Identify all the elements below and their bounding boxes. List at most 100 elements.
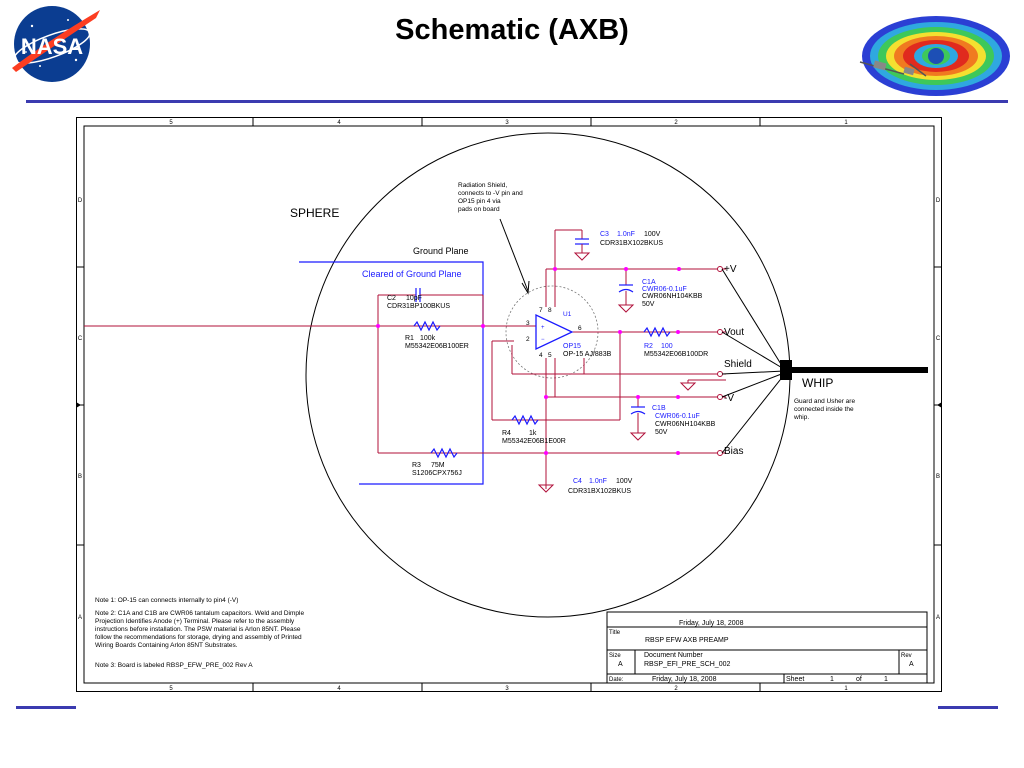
c1b-voltage: 50V (655, 429, 668, 436)
nasa-vector-swoosh (12, 10, 100, 72)
satellite-icon (873, 60, 887, 71)
col-label: 1 (844, 120, 848, 126)
row-label: B (78, 474, 82, 480)
title-block-of-label: of (856, 676, 862, 683)
resistor-r4 (511, 414, 539, 426)
whip-leads (721, 268, 785, 454)
terminal-bias: Bias (724, 446, 743, 457)
col-label: 2 (674, 120, 678, 126)
title-block (606, 611, 928, 684)
ground-icon (573, 252, 591, 261)
col-label: 5 (169, 686, 173, 692)
u1-pin: 6 (578, 325, 582, 332)
whip-label: WHIP (802, 376, 833, 390)
col-label: 4 (337, 686, 341, 692)
junction-nodes (376, 267, 681, 455)
whip-connector (780, 360, 792, 380)
ground-icon (537, 484, 555, 493)
header-rule (26, 100, 1008, 103)
whip-note-line: whip. (793, 414, 809, 421)
cleared-ground-plane-label: Cleared of Ground Plane (362, 269, 462, 279)
nasa-logo: NASA (12, 6, 100, 82)
footer-rule-right (938, 706, 998, 709)
svg-text:−: − (541, 337, 545, 343)
c1b-part: CWR06NH104KBB (655, 421, 716, 428)
row-label: A (78, 615, 82, 621)
u1-part: OP-15 AJ/883B (563, 351, 612, 358)
arrow-icon (521, 280, 530, 295)
radiation-note-line: Radiation Shield, (458, 182, 507, 189)
r1-part: M55342E06B100ER (405, 343, 469, 350)
whip-antenna (792, 367, 928, 373)
r3-ref: R3 (412, 462, 421, 469)
satellite-icon (903, 66, 915, 76)
terminal-vpos: +V (724, 264, 737, 275)
ground-icon (629, 432, 647, 441)
note-line: Note 2: C1A and C1B are CWR06 tantalum c… (95, 610, 304, 617)
terminal-shield: Shield (724, 359, 752, 370)
title-block-sheet-label: Sheet (786, 676, 804, 683)
note-line: Wiring Boards Containing Arlon 85NT Subs… (95, 642, 238, 649)
r3-part: S1206CPX756J (412, 470, 462, 477)
capacitor-c3 (573, 229, 591, 261)
footer-rule-left (16, 706, 76, 709)
row-label: D (78, 198, 83, 204)
r2-ref: R2 (644, 343, 653, 350)
u1-ref: U1 (563, 311, 572, 318)
u1-pin: 5 (548, 352, 552, 359)
c4-ref: C4 (573, 478, 582, 485)
c3-part: CDR31BX102BKUS (600, 240, 663, 247)
svg-text:+: + (541, 325, 545, 331)
c1a-ref: C1A (642, 279, 656, 286)
title-block-date: Friday, July 18, 2008 (652, 676, 717, 683)
r1-ref: R1 (405, 335, 414, 342)
ground-icon (679, 382, 697, 391)
u1-pin: 2 (526, 336, 530, 343)
title-block-title-label: Title (609, 630, 621, 636)
c2-value: 10pF (406, 295, 422, 302)
title-block-size-label: Size (609, 653, 621, 659)
u1-pin: 3 (526, 320, 530, 327)
title-block-date-label: Date: (609, 677, 624, 683)
c1b-ref: C1B (652, 405, 666, 412)
c4-part: CDR31BX102BKUS (568, 488, 631, 495)
u1-pin: 4 (539, 352, 543, 359)
ground-plane-outline (299, 261, 484, 485)
row-label: C (936, 336, 941, 342)
col-label: 5 (169, 120, 173, 126)
ground-plane-label: Ground Plane (413, 246, 469, 256)
c1a-part: CWR06NH104KBB (642, 293, 703, 300)
capacitor-c1a (617, 269, 635, 313)
terminal-vneg: -V (724, 393, 734, 404)
c3-value: 1.0nF (617, 231, 635, 238)
radiation-belts-logo (859, 16, 1010, 96)
row-label: B (936, 474, 940, 480)
sheet-border (76, 117, 942, 692)
title-block-size: A (618, 661, 623, 668)
resistor-r2 (643, 326, 671, 338)
note-line: follow the recommendations for storage, … (95, 634, 302, 641)
note-line: Projection Identifies Anode (+) Terminal… (95, 618, 295, 625)
r4-ref: R4 (502, 430, 511, 437)
earth-icon (928, 48, 944, 64)
radiation-note-line: pads on board (458, 206, 500, 213)
resistor-r3 (430, 447, 458, 459)
c2-part: CDR31BP100BKUS (387, 303, 450, 310)
title-block-doc: RBSP_EFI_PRE_SCH_002 (644, 661, 730, 668)
title-block-of: 1 (884, 676, 888, 683)
title-block-doc-label: Document Number (644, 652, 703, 659)
u1-pin: 8 (548, 307, 552, 314)
row-label: A (936, 615, 940, 621)
c1a-voltage: 50V (642, 301, 655, 308)
col-label: 1 (844, 686, 848, 692)
c4-value: 1.0nF (589, 478, 607, 485)
radiation-note-line: OP15 pin 4 via (458, 198, 501, 205)
r3-value: 75M (431, 462, 445, 469)
note-line: instructions before installation. The PS… (95, 626, 301, 633)
col-label: 3 (505, 686, 509, 692)
row-label: D (936, 198, 941, 204)
c1b-value: CWR06-0.1uF (655, 413, 700, 420)
c4-voltage: 100V (616, 478, 633, 485)
radiation-note-line: connects to -V pin and (458, 190, 523, 197)
shield-ground (679, 379, 726, 391)
